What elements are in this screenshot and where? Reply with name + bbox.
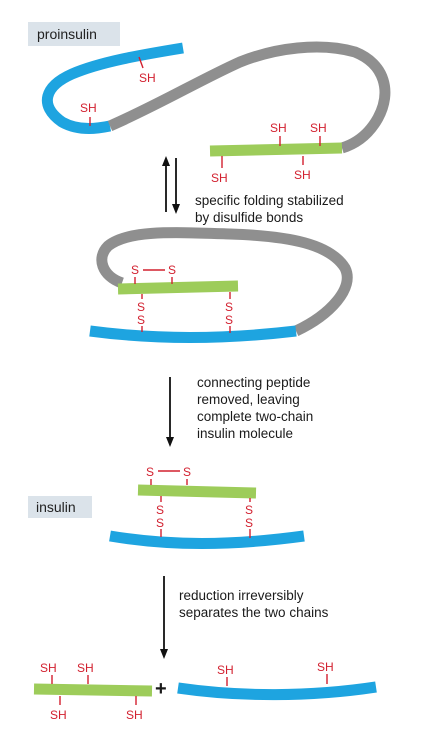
sh-label: SH [126,708,143,722]
sh-label: SH [317,660,334,674]
c-peptide [107,41,391,154]
insulin-molecule: insulin S S S S S S [28,465,305,549]
sh-label: SH [80,101,97,115]
s-label: S [225,300,233,314]
folded-proinsulin: S S S S S S [89,227,353,343]
sh-label: SH [139,71,156,85]
a-chain [137,484,257,499]
b-chain [89,325,297,343]
c-peptide [96,227,353,336]
cleavage-caption-line-1: connecting peptide [197,375,310,390]
b-chain [177,681,377,701]
cleavage-caption-line-3: complete two-chain [197,409,313,424]
sh-label: SH [50,708,67,722]
s-label: S [156,516,164,530]
sh-bond [138,56,144,69]
sh-label: SH [217,663,234,677]
b-chain [41,42,184,134]
down-arrow-head [166,437,174,447]
s-label: S [168,263,176,277]
sh-label: SH [294,168,311,182]
s-label: S [131,263,139,277]
proinsulin-label: proinsulin [37,26,97,42]
cleavage-caption-line-4: insulin molecule [197,426,293,441]
insulin-label: insulin [36,499,76,515]
sh-label: SH [270,121,287,135]
sh-label: SH [77,661,94,675]
separated-chains: SH SH SH SH + SH SH [33,660,377,722]
proinsulin-molecule: proinsulin SH SH SH SH SH SH [28,22,391,185]
reduction-caption-line-2: separates the two chains [179,605,329,620]
reduction-caption-line-1: reduction irreversibly [179,588,304,603]
sh-label: SH [310,121,327,135]
reduction-step: reduction irreversibly separates the two… [160,576,329,659]
a-chain [117,280,239,295]
a-chain [33,683,153,697]
sh-label: SH [211,171,228,185]
s-label: S [183,465,191,479]
cleavage-caption-line-2: removed, leaving [197,392,300,407]
proinsulin-label-bg [28,22,120,46]
up-arrow-head [162,156,170,166]
s-label: S [156,503,164,517]
folding-caption-line-2: by disulfide bonds [195,210,303,225]
s-label: S [245,516,253,530]
s-label: S [146,465,154,479]
s-label: S [245,503,253,517]
s-label: S [225,313,233,327]
b-chain [109,530,305,549]
down-arrow-head [172,204,180,214]
a-chain [209,142,343,157]
plus-sign: + [155,678,167,700]
folding-caption-line-1: specific folding stabilized [195,193,344,208]
insulin-label-bg [28,496,92,518]
down-arrow-head [160,649,168,659]
s-label: S [137,313,145,327]
folding-step: specific folding stabilized by disulfide… [162,156,344,225]
sh-label: SH [40,661,57,675]
cleavage-step: connecting peptide removed, leaving comp… [166,375,313,447]
s-label: S [137,300,145,314]
